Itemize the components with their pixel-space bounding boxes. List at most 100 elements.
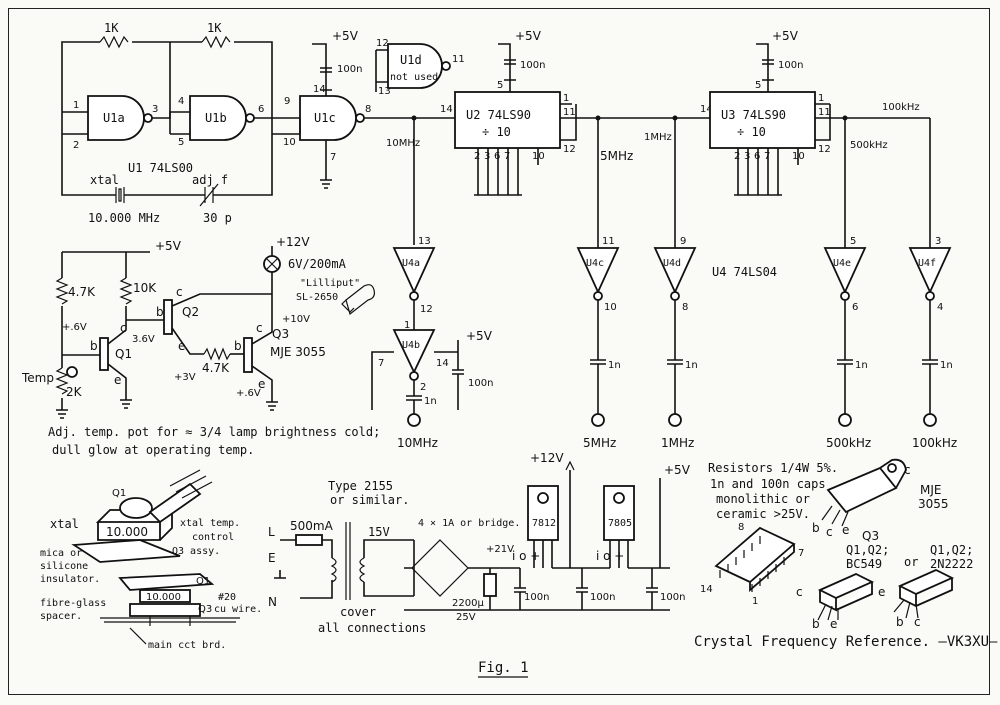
out-1mhz: 1MHz <box>661 436 694 450</box>
svg-text:BC549: BC549 <box>846 557 882 571</box>
svg-text:2N2222: 2N2222 <box>930 557 973 571</box>
svg-text:12: 12 <box>818 144 831 155</box>
svg-text:1n: 1n <box>608 360 621 371</box>
u4a-label: U4a <box>402 258 420 269</box>
power-supply: Type 2155 or similar. L E N 500mA 15V co… <box>268 451 691 635</box>
u1c-label: U1c <box>314 111 336 125</box>
svg-text:Q1: Q1 <box>112 488 126 499</box>
pot-label: Temp <box>21 371 54 385</box>
svg-text:11: 11 <box>818 107 831 118</box>
r4-label: 10K <box>133 281 157 295</box>
svg-text:4: 4 <box>178 96 184 107</box>
q3-part: MJE 3055 <box>270 345 326 359</box>
u1-supply: +5V <box>332 29 359 43</box>
svg-text:Q3 assy.: Q3 assy. <box>172 546 220 557</box>
svg-text:100n: 100n <box>660 592 685 603</box>
svg-text:b: b <box>896 615 904 629</box>
svg-text:e: e <box>878 585 885 599</box>
svg-text:fibre-glass: fibre-glass <box>40 598 106 609</box>
label-500khz: 500kHz <box>850 140 888 151</box>
svg-text:#20: #20 <box>218 592 236 603</box>
u3-label: U3 74LS90 <box>721 108 786 122</box>
label-10mhz: 10MHz <box>386 138 420 149</box>
drawing-border <box>8 8 990 695</box>
u4e-gate <box>823 247 867 295</box>
cap-note-1: 1n and 100n caps <box>710 477 826 491</box>
svg-text:10: 10 <box>604 302 617 313</box>
q1-label: Q1 <box>115 347 132 361</box>
bridge-label: 4 × 1A or bridge. <box>418 518 520 529</box>
svg-text:N: N <box>268 595 277 609</box>
svg-text:7805: 7805 <box>608 518 632 529</box>
svg-text:cu wire.: cu wire. <box>214 604 262 615</box>
fuse <box>295 534 323 546</box>
svg-text:9: 9 <box>284 96 290 107</box>
u2-chip <box>454 91 561 149</box>
svg-text:13: 13 <box>378 86 391 97</box>
u4f-label: U4f <box>918 258 936 269</box>
svg-text:silicone: silicone <box>40 561 88 572</box>
u1d-note: not used <box>390 72 438 83</box>
u4d-gate <box>653 247 697 295</box>
svg-text:11: 11 <box>602 236 615 247</box>
svg-text:b: b <box>156 305 164 319</box>
mje3055-package <box>826 458 907 514</box>
svg-text:+.6V: +.6V <box>236 388 261 399</box>
svg-text:5: 5 <box>497 80 503 91</box>
svg-text:b: b <box>234 339 242 353</box>
svg-text:7812: 7812 <box>532 518 556 529</box>
counter-section: 10MHz 14 U2 74LS90 ÷ 10 +5V 100n 5 1 11 … <box>386 29 931 248</box>
secondary-voltage: 15V <box>368 525 390 539</box>
xtal-package <box>95 509 175 541</box>
regulator-pins-2: i o + <box>596 549 624 563</box>
bridge-rectifier <box>411 539 469 597</box>
svg-text:b: b <box>90 339 98 353</box>
q3-package <box>148 482 202 524</box>
fuse-rating: 500mA <box>290 519 334 533</box>
svg-text:3.6V: 3.6V <box>132 334 155 345</box>
svg-text:5: 5 <box>178 137 184 148</box>
u4f-gate <box>908 247 952 295</box>
2n2222-package <box>897 569 955 608</box>
svg-text:c: c <box>120 321 127 335</box>
out-500khz: 500kHz <box>826 436 871 450</box>
u1a-label: U1a <box>103 111 125 125</box>
svg-text:e: e <box>842 523 849 537</box>
u4e-label: U4e <box>833 258 851 269</box>
svg-text:14: 14 <box>700 584 713 595</box>
u4c-label: U4c <box>586 258 604 269</box>
svg-text:Q1: Q1 <box>196 576 210 587</box>
lamp-part: SL-2650 <box>296 292 338 303</box>
svg-text:c: c <box>914 615 921 629</box>
q2-label: Q2 <box>182 305 199 319</box>
svg-text:2: 2 <box>474 151 480 162</box>
svg-text:3: 3 <box>484 151 490 162</box>
svg-text:7: 7 <box>378 358 384 369</box>
label-1mhz: 1MHz <box>644 132 672 143</box>
out-5mhz: 5MHz <box>583 436 616 450</box>
svg-text:E: E <box>268 551 276 565</box>
svg-text:7: 7 <box>764 151 770 162</box>
u3-chip <box>709 91 816 149</box>
svg-text:1n: 1n <box>940 360 953 371</box>
bulb-icon <box>341 284 375 316</box>
svg-text:c: c <box>904 463 911 477</box>
svg-text:5: 5 <box>850 236 856 247</box>
main-board-label: main cct brd. <box>148 640 226 651</box>
svg-text:xtal temp.: xtal temp. <box>180 518 240 529</box>
insulator <box>71 539 181 563</box>
svg-text:e: e <box>258 377 265 391</box>
svg-text:1: 1 <box>818 93 824 104</box>
dip-ic-package <box>714 526 796 592</box>
svg-text:10: 10 <box>792 151 805 162</box>
svg-text:11: 11 <box>452 54 465 65</box>
svg-text:3: 3 <box>744 151 750 162</box>
svg-text:4: 4 <box>937 302 943 313</box>
svg-text:+.6V: +.6V <box>62 322 87 333</box>
r3-label: 4.7K <box>68 285 96 299</box>
svg-text:14: 14 <box>436 358 449 369</box>
svg-text:12: 12 <box>563 144 576 155</box>
svg-text:100n: 100n <box>520 60 545 71</box>
regulator-pins-1: i o + <box>512 549 540 563</box>
svg-text:+12V: +12V <box>276 235 310 249</box>
